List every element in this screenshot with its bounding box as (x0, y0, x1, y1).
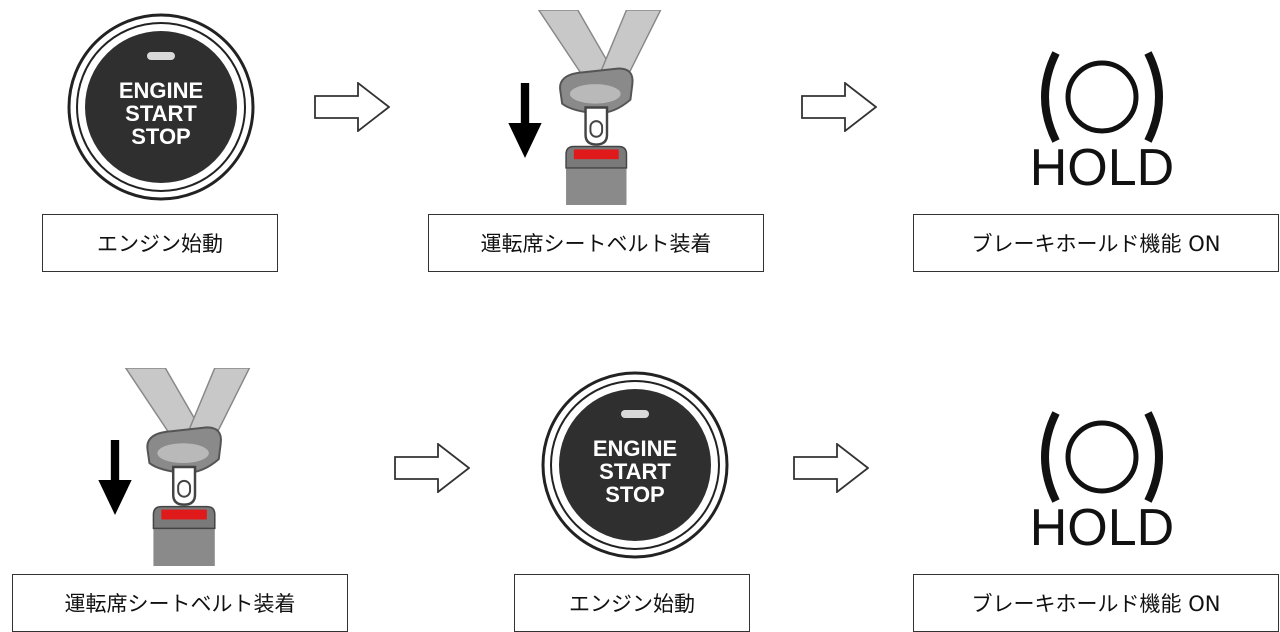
hold-label: HOLD (1030, 139, 1174, 195)
seatbelt-icon (527, 10, 687, 205)
engine-label-line3: STOP (131, 124, 191, 149)
step-label-brake-hold: ブレーキホールド機能 ON (913, 574, 1279, 632)
engine-label-line1: ENGINE (593, 436, 677, 461)
engine-label-line3: STOP (605, 482, 665, 507)
engine-label-line1: ENGINE (119, 78, 203, 103)
engine-start-button-icon: ENGINE START STOP (540, 370, 730, 560)
step-label-seatbelt: 運転席シートベルト装着 (428, 214, 764, 272)
step-label-engine-start: エンジン始動 (42, 214, 278, 272)
engine-start-button-icon: ENGINE START STOP (66, 12, 256, 202)
engine-label-line2: START (125, 101, 197, 126)
step-label-seatbelt: 運転席シートベルト装着 (12, 574, 348, 632)
brake-hold-indicator-icon: HOLD (1030, 411, 1174, 555)
engine-label-line2: START (599, 459, 671, 484)
brake-hold-indicator-icon: HOLD (1030, 51, 1174, 195)
hold-label: HOLD (1030, 499, 1174, 555)
hollow-right-arrow-icon (801, 82, 877, 132)
step-label-engine-start: エンジン始動 (514, 574, 750, 632)
seatbelt-icon (115, 368, 275, 566)
hollow-right-arrow-icon (314, 82, 390, 132)
hollow-right-arrow-icon (793, 443, 869, 493)
hollow-right-arrow-icon (394, 443, 470, 493)
step-label-brake-hold: ブレーキホールド機能 ON (913, 214, 1279, 272)
